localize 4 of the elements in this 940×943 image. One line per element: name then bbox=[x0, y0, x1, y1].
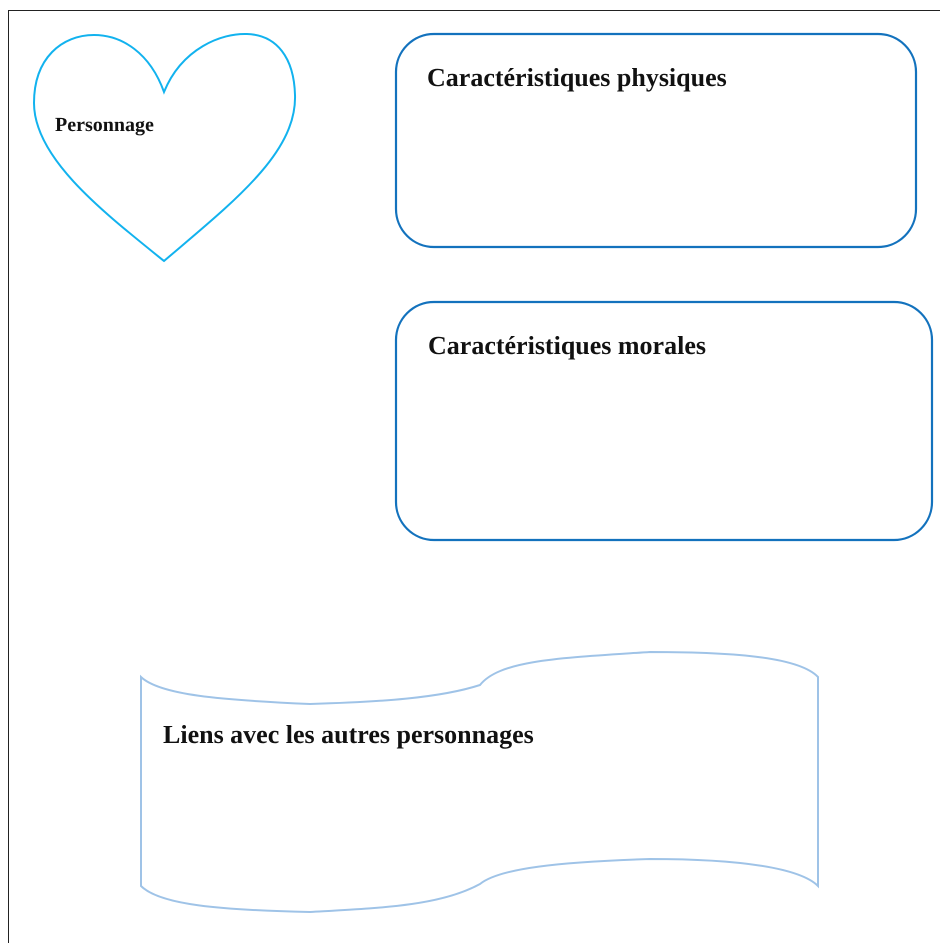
shape-label: Liens avec les autres personnages bbox=[163, 720, 534, 750]
shape-label: Caractéristiques physiques bbox=[427, 63, 727, 93]
shape-label: Caractéristiques morales bbox=[428, 331, 706, 361]
shape-label: Personnage bbox=[55, 114, 154, 137]
